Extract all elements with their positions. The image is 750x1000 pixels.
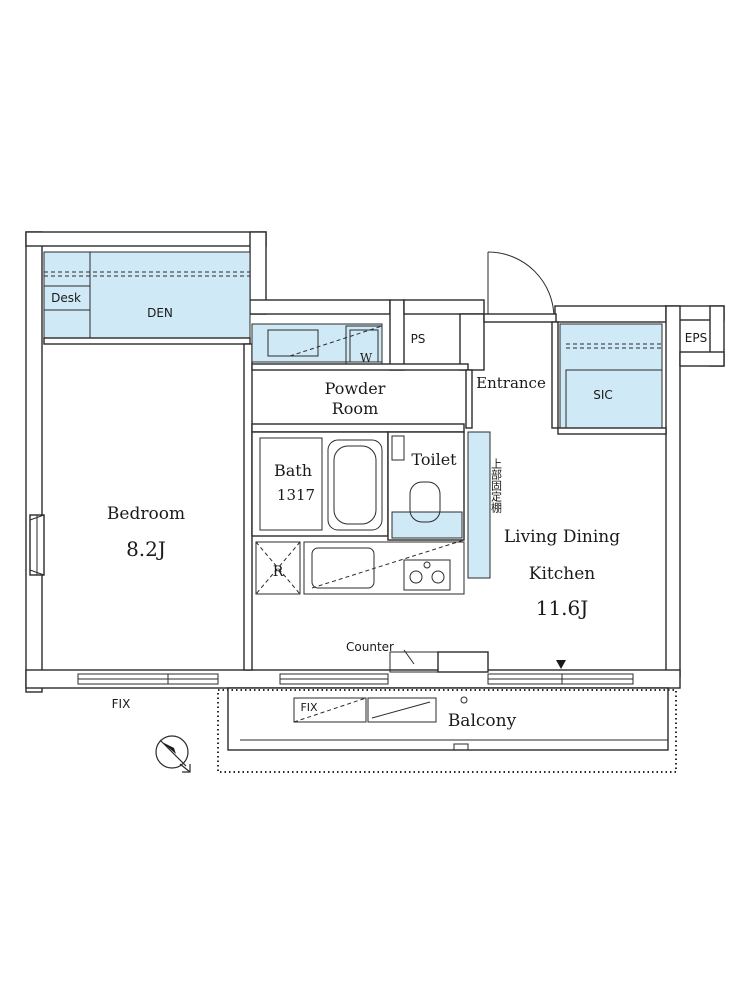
- toilet-icon: [409, 481, 441, 523]
- bedroom-size: 8.2J: [126, 537, 166, 561]
- entry-marker-icon: [556, 660, 566, 669]
- bottom-windows: [77, 673, 634, 685]
- bath: Bath 1317: [251, 431, 389, 537]
- fix-label-bedroom: FIX: [112, 697, 131, 711]
- right-wall: [665, 305, 681, 677]
- balcony-label: Balcony: [448, 711, 517, 731]
- bedroom-label: Bedroom: [107, 504, 185, 524]
- drain-icon: [460, 696, 468, 704]
- ldk-label-2: Kitchen: [529, 564, 595, 584]
- top-wall-left: [25, 231, 267, 247]
- sic-top-wall: [554, 305, 668, 323]
- ac-unit-icon: [367, 697, 437, 723]
- ps-right-wall: [459, 313, 485, 371]
- ps-top-wall: [403, 299, 485, 315]
- balcony: FIX Balcony: [217, 687, 677, 773]
- powder-room: W Powder Room: [251, 323, 469, 433]
- counter-label: Counter: [346, 640, 394, 654]
- bath-room: [251, 431, 389, 537]
- eps-label: EPS: [685, 331, 707, 345]
- fix-window-box: [293, 697, 367, 723]
- ps-left-wall: [389, 299, 405, 371]
- shelf-note: 上部固定棚: [490, 458, 503, 514]
- kitchen: R: [255, 539, 465, 595]
- powder-label-2: Room: [332, 399, 378, 418]
- den-bedroom-wall: [43, 337, 251, 345]
- washer-label: W: [360, 351, 373, 365]
- ps-label: PS: [411, 332, 426, 346]
- powder-bottom-wall: [251, 423, 465, 433]
- door-swing-arc: [487, 251, 555, 319]
- entrance-label: Entrance: [476, 374, 546, 392]
- counter: Counter: [346, 640, 489, 673]
- ldk-size: 11.6J: [536, 596, 589, 620]
- top-wall-middle: [249, 299, 391, 315]
- den-label: DEN: [147, 306, 173, 320]
- den-fill: [43, 251, 251, 339]
- fix-label-balcony: FIX: [300, 701, 318, 714]
- sink-icon: [311, 547, 375, 589]
- eps-bottom-wall: [679, 351, 725, 367]
- refrigerator-label: R: [273, 564, 284, 580]
- powder-top-wall: [251, 363, 469, 371]
- left-wall: [25, 231, 43, 693]
- entrance: Entrance: [465, 251, 559, 429]
- desk-label: Desk: [51, 291, 81, 305]
- toilet-label: Toilet: [411, 450, 457, 469]
- overhead-shelf: 上部固定棚: [467, 431, 503, 580]
- stove-icon: [403, 559, 451, 591]
- den-area: Desk DEN: [43, 251, 251, 339]
- kitchen-counter: [303, 541, 465, 595]
- entrance-wall: [465, 369, 473, 429]
- sic: SIC: [557, 323, 667, 435]
- ldk-label-1: Living Dining: [504, 527, 620, 547]
- sic-fill: [559, 323, 663, 429]
- bedroom-side-window: [29, 514, 45, 576]
- powder-label-1: Powder: [325, 379, 386, 398]
- north-arrow-icon: [155, 735, 191, 773]
- refrigerator: [255, 541, 301, 595]
- toilet: Toilet: [387, 431, 465, 541]
- bath-size: 1317: [277, 486, 315, 504]
- sink-icon: [267, 329, 319, 357]
- bathtub-icon: [327, 439, 383, 531]
- bedroom-right-wall: [243, 343, 253, 671]
- sic-label: SIC: [593, 388, 613, 402]
- bath-label: Bath: [274, 461, 312, 480]
